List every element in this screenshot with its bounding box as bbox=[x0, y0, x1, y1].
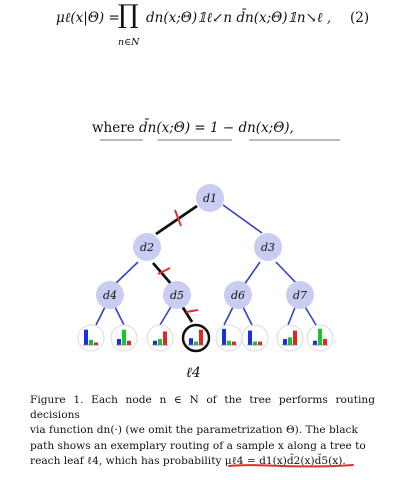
where-line: where d̄n(x;Θ) = 1 − dn(x;Θ), bbox=[92, 120, 294, 136]
leaf-histogram-bar bbox=[153, 340, 157, 345]
red-underline-annotation bbox=[228, 464, 354, 468]
selected-leaf-label: ℓ4 bbox=[186, 365, 201, 381]
leaf-histogram-bar bbox=[258, 341, 262, 345]
leaf-histogram-bar bbox=[189, 338, 193, 345]
node-label: d2 bbox=[140, 241, 154, 254]
edge-d7-leaf8 bbox=[303, 304, 317, 326]
edge-d2-d4 bbox=[113, 261, 139, 286]
edge-d4-leaf1 bbox=[95, 304, 107, 326]
tree-node-d3: d3 bbox=[254, 233, 282, 261]
leaf-circle bbox=[146, 324, 174, 352]
leaf-7 bbox=[276, 324, 304, 352]
where-prefix: where bbox=[92, 120, 135, 136]
leaf-histogram-bar bbox=[94, 342, 98, 345]
node-circle bbox=[224, 281, 252, 309]
equation-lhs: μℓ(x|Θ) = bbox=[56, 10, 120, 26]
node-circle bbox=[254, 233, 282, 261]
edge-d3-d6 bbox=[243, 261, 261, 286]
tree-node-d1: d1 bbox=[196, 184, 224, 212]
selected-leaf-circle bbox=[181, 323, 211, 353]
where-expression: d̄n(x;Θ) = 1 − dn(x;Θ), bbox=[138, 120, 294, 136]
leaf-circle bbox=[215, 324, 243, 352]
node-circle bbox=[286, 281, 314, 309]
leaf-6 bbox=[241, 324, 269, 352]
node-label: d6 bbox=[231, 289, 245, 302]
edge-d5-leaf3 bbox=[159, 304, 173, 326]
tree-edges bbox=[95, 204, 317, 326]
node-label: d4 bbox=[103, 289, 117, 302]
equation-2: μℓ(x|Θ) = ∏ n∈N dn(x;Θ)𝟙ℓ↙n d̄n(x;Θ)𝟙n↘ℓ… bbox=[0, 0, 405, 60]
node-circle bbox=[133, 233, 161, 261]
leaf-histogram-bar bbox=[117, 339, 121, 345]
leaf-histogram-bar bbox=[323, 339, 327, 345]
leaf-1 bbox=[77, 324, 105, 352]
leaf-histogram-bar bbox=[283, 339, 287, 345]
product-symbol: ∏ bbox=[118, 0, 139, 30]
caption-line-3: path shows an exemplary routing of a sam… bbox=[30, 439, 366, 452]
tree-node-d5: d5 bbox=[163, 281, 191, 309]
leaf-histogram-bar bbox=[227, 340, 231, 345]
cropped-text-line bbox=[100, 136, 340, 143]
leaf-histogram-bar bbox=[199, 329, 203, 345]
cut-marks bbox=[157, 209, 199, 313]
tree-node-d6: d6 bbox=[224, 281, 252, 309]
path-d5-leaf4 bbox=[180, 305, 194, 323]
leaf-5 bbox=[215, 324, 243, 352]
tree-node-d4: d4 bbox=[96, 281, 124, 309]
underline-stroke bbox=[228, 464, 354, 468]
leaf-histogram-bar bbox=[293, 330, 297, 345]
edge-d1-d3 bbox=[222, 204, 263, 234]
leaf-histogram-bar bbox=[84, 329, 88, 345]
product-subscript: n∈N bbox=[118, 37, 140, 48]
leaf-histogram-bar bbox=[222, 328, 226, 345]
node-label: d1 bbox=[203, 192, 217, 205]
leaf-circle bbox=[241, 324, 269, 352]
leaf-histogram-bar bbox=[232, 341, 236, 345]
equation-number: (2) bbox=[350, 10, 370, 26]
edge-d6-leaf6 bbox=[241, 304, 253, 326]
edge-d6-leaf5 bbox=[223, 304, 235, 326]
leaf-2 bbox=[110, 324, 138, 352]
leaf-histogram-bar bbox=[318, 328, 322, 345]
equation-rhs: dn(x;Θ)𝟙ℓ↙n d̄n(x;Θ)𝟙n↘ℓ , bbox=[146, 10, 332, 26]
leaf-histogram-bar bbox=[163, 331, 167, 345]
leaf-histogram-bar bbox=[313, 340, 317, 345]
node-label: d3 bbox=[261, 241, 275, 254]
cut-mark-2 bbox=[157, 267, 171, 275]
node-label: d7 bbox=[293, 289, 307, 302]
tree-node-d2: d2 bbox=[133, 233, 161, 261]
cut-mark-3 bbox=[185, 309, 199, 313]
leaf-circle bbox=[77, 324, 105, 352]
leaf-histogram-bar bbox=[248, 330, 252, 345]
path-d2-d5 bbox=[151, 262, 174, 286]
caption-line-4: reach leaf ℓ4, which has probability μℓ4… bbox=[30, 454, 346, 467]
leaf-histogram-bar bbox=[158, 339, 162, 345]
leaf-histogram-bar bbox=[89, 339, 93, 345]
tree-node-d7: d7 bbox=[286, 281, 314, 309]
node-circle bbox=[196, 184, 224, 212]
tree-leaves bbox=[77, 323, 334, 353]
caption-line-2: via function dn(·) (we omit the parametr… bbox=[30, 424, 358, 437]
leaf-3 bbox=[146, 324, 174, 352]
leaf-histogram-bar bbox=[253, 341, 257, 345]
tree-nodes: d1 d2 d3 d4 d5 d6 d7 bbox=[96, 184, 314, 309]
edge-d7-leaf7 bbox=[287, 304, 297, 326]
node-circle bbox=[163, 281, 191, 309]
decision-tree-figure: d1 d2 d3 d4 d5 d6 d7 bbox=[77, 184, 334, 353]
routing-path bbox=[151, 204, 198, 323]
node-circle bbox=[96, 281, 124, 309]
caption-line-1: Figure 1. Each node n ∈ N of the tree pe… bbox=[30, 394, 375, 422]
leaf-8 bbox=[306, 324, 334, 352]
node-label: d5 bbox=[170, 289, 184, 302]
edge-d4-leaf2 bbox=[113, 304, 125, 326]
leaf-histogram-bar bbox=[288, 337, 292, 345]
edge-d3-d7 bbox=[275, 261, 299, 286]
leaf-4 bbox=[181, 323, 211, 353]
figure-caption: Figure 1. Each node n ∈ N of the tree pe… bbox=[30, 393, 375, 469]
path-d1-d2 bbox=[155, 204, 198, 236]
leaf-histogram-bar bbox=[122, 329, 126, 345]
leaf-histogram-bar bbox=[127, 340, 131, 345]
cut-mark-1 bbox=[174, 209, 182, 227]
leaf-histogram-bar bbox=[194, 341, 198, 345]
